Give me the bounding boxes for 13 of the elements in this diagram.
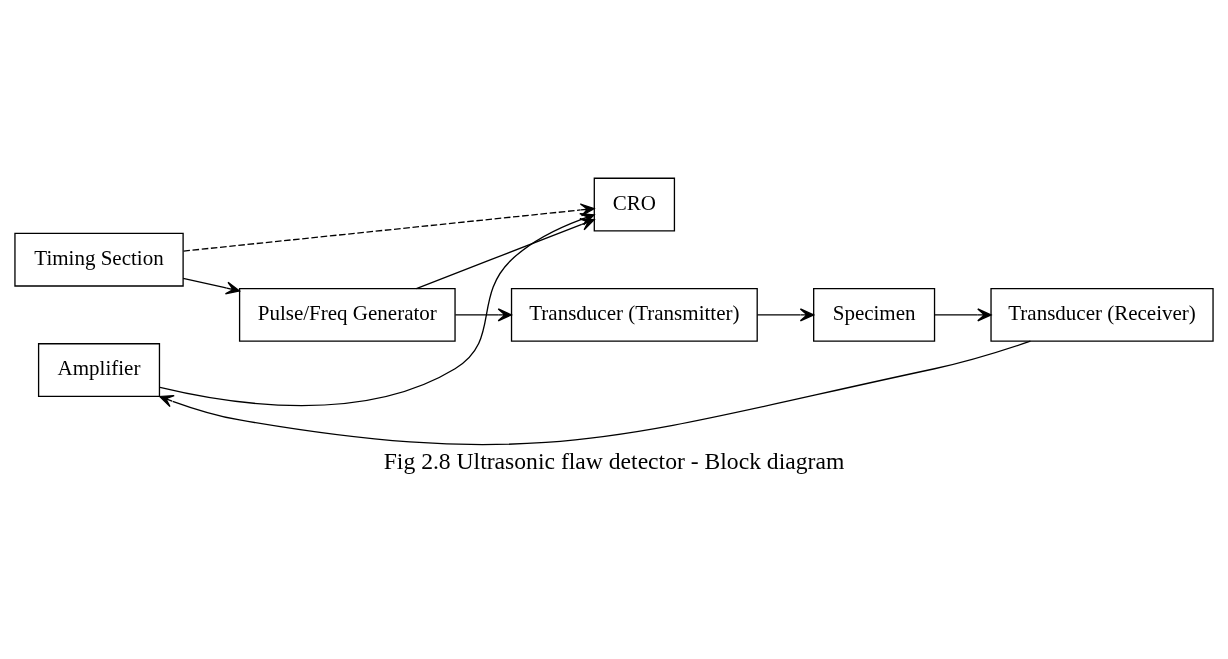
node-box: CRO [593, 177, 676, 231]
node-box: Amplifier [37, 342, 161, 397]
arrow [933, 307, 992, 321]
node-box: Transducer (Receiver) [990, 287, 1214, 342]
arrow [454, 307, 513, 321]
node-box: Pulse/Freq Generator [238, 287, 456, 342]
node-box: Transducer (Transmitter) [510, 287, 758, 342]
caption: Fig 2.8 Ultrasonic flaw detector - Block diagram [383, 447, 845, 474]
arrow [159, 340, 1032, 445]
node-box: Specimen [813, 287, 936, 342]
node-box: Timing Section [14, 232, 184, 287]
arrow [756, 307, 815, 321]
arrow [182, 277, 241, 294]
